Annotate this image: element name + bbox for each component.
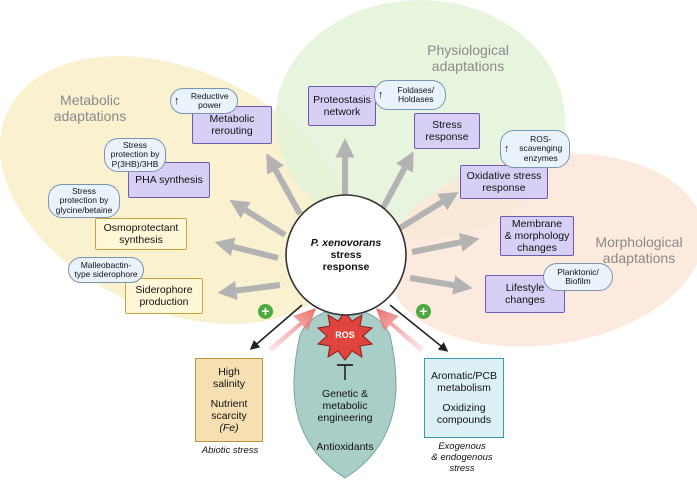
arrow-to-siderophore [217, 281, 281, 301]
abiotic-line3: Nutrient [210, 398, 248, 410]
ros-label: ROS [335, 330, 355, 340]
exogenous-caption: Exogenous & endogenous stress [431, 441, 493, 474]
stress-glycine-bubble: Stress protection by glycine/betaine [48, 184, 120, 218]
abiotic-line2: salinity [212, 378, 246, 390]
stress-response-box: Stress response [414, 113, 480, 149]
reductive-power-text: Reductive power [190, 90, 229, 110]
exogenous-line1: Aromatic/PCB [431, 370, 497, 382]
arrow-to-abiotic [249, 304, 303, 350]
arrow-up-icon: ↑ [504, 142, 510, 155]
abiotic-line1: High [218, 366, 240, 378]
proteostasis-box: Proteostasis network [308, 86, 376, 126]
arrow-to-exogenous [389, 304, 449, 352]
ros-enzymes-bubble: ↑ ROS- scavenging enzymes [500, 130, 570, 168]
arrow-to-membrane [411, 232, 480, 255]
arrow-to-rerouting [266, 153, 303, 216]
abiotic-stress-arrow [268, 308, 316, 352]
planktonic-bubble: Planktonic/ Biofilm [543, 263, 613, 291]
organism-name: P. xenovorans [310, 237, 382, 249]
exogenous-stress-arrow [376, 308, 424, 352]
osmoprotectant-box: Osmoprotectant synthesis [95, 218, 187, 250]
center-label: P. xenovorans stress response [296, 222, 396, 288]
center-circle [285, 194, 407, 316]
ros-enzymes-text: ROS- scavenging enzymes [519, 133, 563, 163]
exogenous-line3: Oxidizing [442, 402, 486, 414]
engineering-text: Genetic & metabolic engineering [317, 388, 373, 424]
foldases-text: Foldases/ Holdases [397, 84, 435, 104]
abiotic-line4: scarcity [211, 410, 247, 422]
metabolic-adaptations-label: Metabolic adaptations [53, 92, 127, 124]
arrow-to-oxidative [398, 191, 459, 231]
arrow-up-icon: ↑ [174, 94, 180, 107]
abiotic-line5: (Fe) [219, 422, 239, 434]
arrow-to-osmoprotectant [214, 237, 279, 261]
exogenous-line4: compounds [436, 414, 492, 426]
pha-synthesis-box: PHA synthesis [128, 162, 210, 198]
reductive-power-bubble: ↑ Reductive power [170, 88, 238, 114]
arrow-to-lifestyle [409, 275, 473, 295]
membrane-box: Membrane & morphology changes [500, 216, 574, 256]
plus-icon-right: + [416, 304, 431, 319]
ros-burst [316, 311, 374, 361]
antioxidants-text: Antioxidants [316, 441, 374, 453]
morphological-adaptations-label: Morphological adaptations [595, 234, 683, 266]
abiotic-stress-box: High salinity Nutrient scarcity (Fe) [195, 358, 263, 442]
oxidative-stress-box: Oxidative stress response [460, 165, 548, 199]
exogenous-line2: metabolism [437, 382, 491, 394]
physiological-adaptations-label: Physiological adaptations [427, 42, 509, 74]
exogenous-stress-box: Aromatic/PCB metabolism Oxidizing compou… [424, 358, 504, 438]
stress-phb-bubble: Stress protection by P(3HB)/3HB [104, 138, 166, 172]
plus-icon-left: + [258, 304, 273, 319]
foldases-bubble: ↑ Foldases/ Holdases [374, 80, 446, 110]
arrow-to-pha [229, 199, 287, 238]
arrow-up-icon: ↑ [378, 88, 384, 101]
stress-response-text: stress response [322, 249, 370, 273]
siderophore-box: Siderophore production [125, 278, 203, 314]
arrow-to-stress-response [379, 151, 414, 212]
malleobactin-bubble: Malleobactin- type siderophore [68, 257, 144, 283]
abiotic-caption: Abiotic stress [201, 445, 259, 456]
